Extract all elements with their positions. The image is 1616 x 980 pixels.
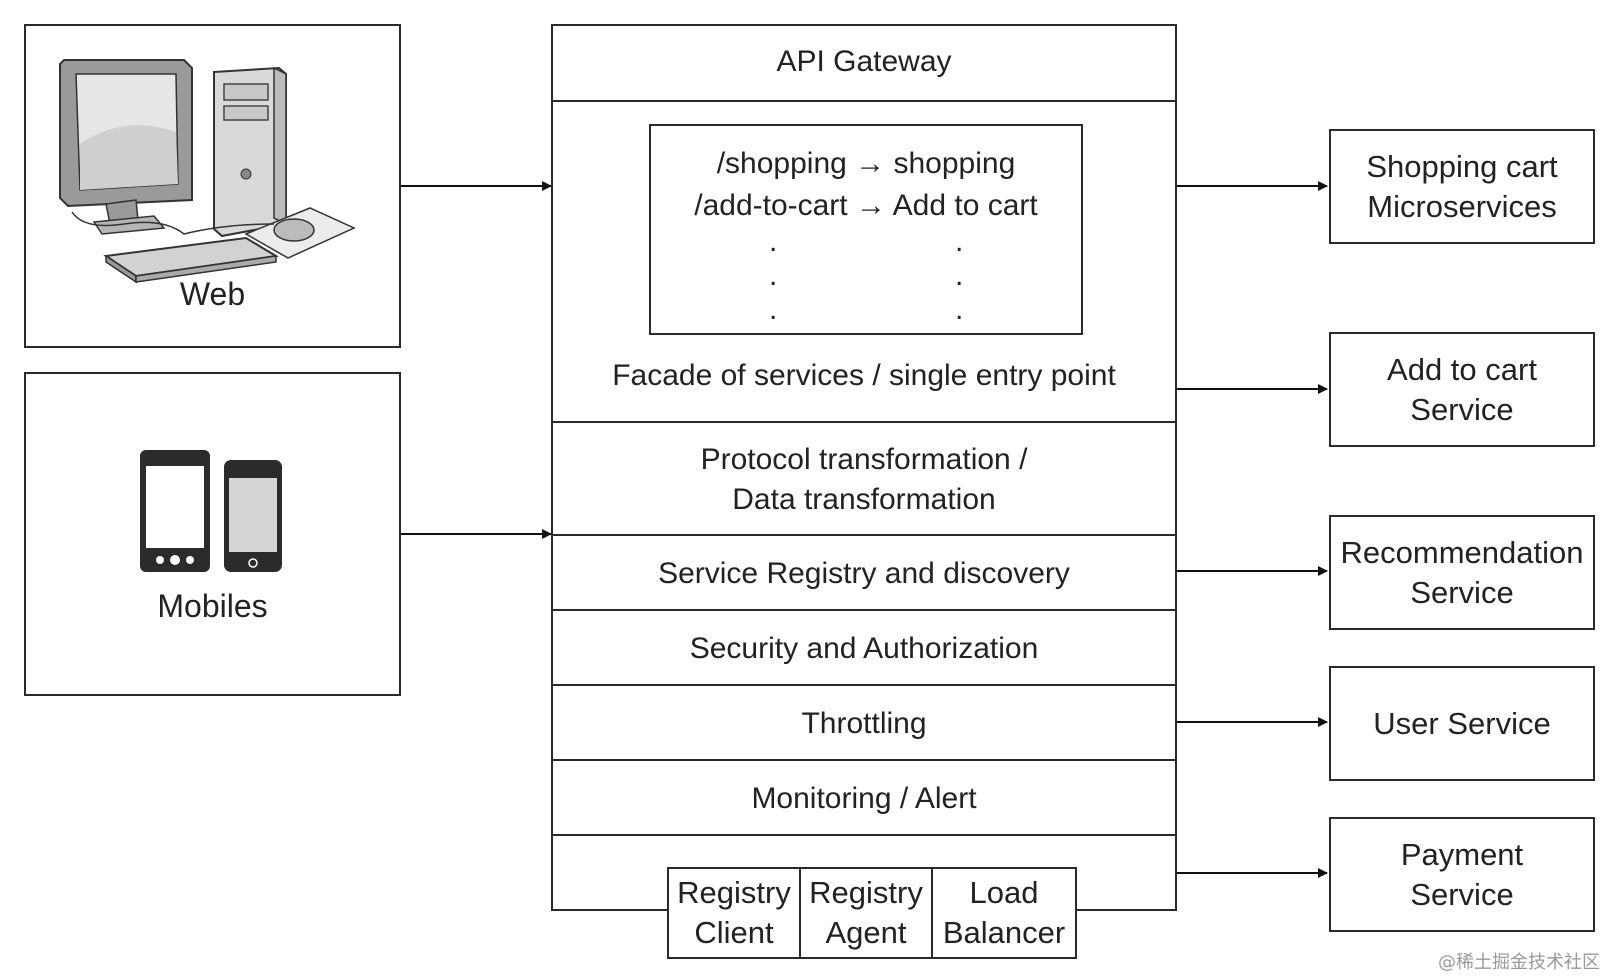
layer-protocol-transformation: Protocol transformation / Data transform… (553, 421, 1175, 536)
facade-label: Facade of services / single entry point (612, 359, 1116, 392)
ellipsis-dot: . (955, 225, 964, 258)
registry-agent-box: Registry Agent (799, 867, 933, 959)
mobiles-client-box: Mobiles (24, 372, 401, 696)
load-balancer-box: Load Balancer (931, 867, 1077, 959)
ellipsis-dot: . (769, 225, 778, 258)
api-gateway: API Gateway /shopping → shopping /add-to… (551, 24, 1177, 911)
desktop-computer-icon (59, 59, 356, 284)
routing-table: /shopping → shopping /add-to-cart → Add … (649, 124, 1083, 335)
ellipsis-dot: . (769, 259, 778, 292)
ellipsis-dot: . (955, 259, 964, 292)
layer-security: Security and Authorization (553, 609, 1175, 686)
route-row: /add-to-cart → Add to cart (694, 189, 1038, 222)
layer-monitoring: Monitoring / Alert (553, 759, 1175, 836)
facade-section: /shopping → shopping /add-to-cart → Add … (553, 100, 1175, 423)
ellipsis-dot: . (769, 293, 778, 326)
layer-throttling: Throttling (553, 684, 1175, 761)
route-row: /shopping → shopping (716, 147, 1016, 180)
mobile-phones-icon (140, 450, 282, 572)
layer-service-registry: Service Registry and discovery (553, 534, 1175, 611)
api-gateway-title: API Gateway (776, 45, 952, 78)
watermark: @稀土掘金技术社区 (1438, 952, 1600, 973)
web-label: Web (179, 276, 246, 312)
ellipsis-dot: . (955, 293, 964, 326)
registry-client-box: Registry Client (667, 867, 801, 959)
service-user: User Service (1329, 666, 1595, 781)
mobiles-label: Mobiles (157, 588, 268, 624)
web-client-box: Web (24, 24, 401, 348)
layer-registry-components (553, 834, 1175, 911)
